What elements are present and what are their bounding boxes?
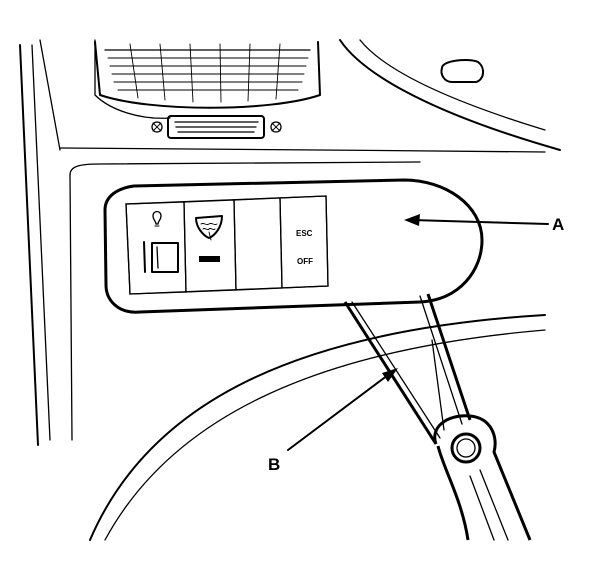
vent-adjust-wheel [151,115,282,139]
blank-switch [233,197,283,291]
rear-defrost-icon [195,215,223,241]
rear-defrost-switch [183,199,237,293]
callout-a: A [404,214,564,234]
callout-a-label: A [552,215,564,234]
switch-panel: ESC OFF [103,178,484,314]
dimmer-icon [152,210,162,227]
off-label: OFF [297,257,313,266]
air-vent [94,41,321,109]
callout-b-label: B [268,455,280,474]
dimmer-switch [125,201,187,295]
dashboard-outline [19,39,561,541]
rear-defrost-indicator [199,256,220,262]
esc-off-switch: ESC OFF [279,195,329,289]
bezel-surround [69,161,421,441]
esc-label: ESC [296,229,313,238]
callout-b: B [268,368,398,474]
trim-removal-tool [343,293,532,541]
tool-hole [450,432,482,464]
hazard-button [440,59,484,83]
